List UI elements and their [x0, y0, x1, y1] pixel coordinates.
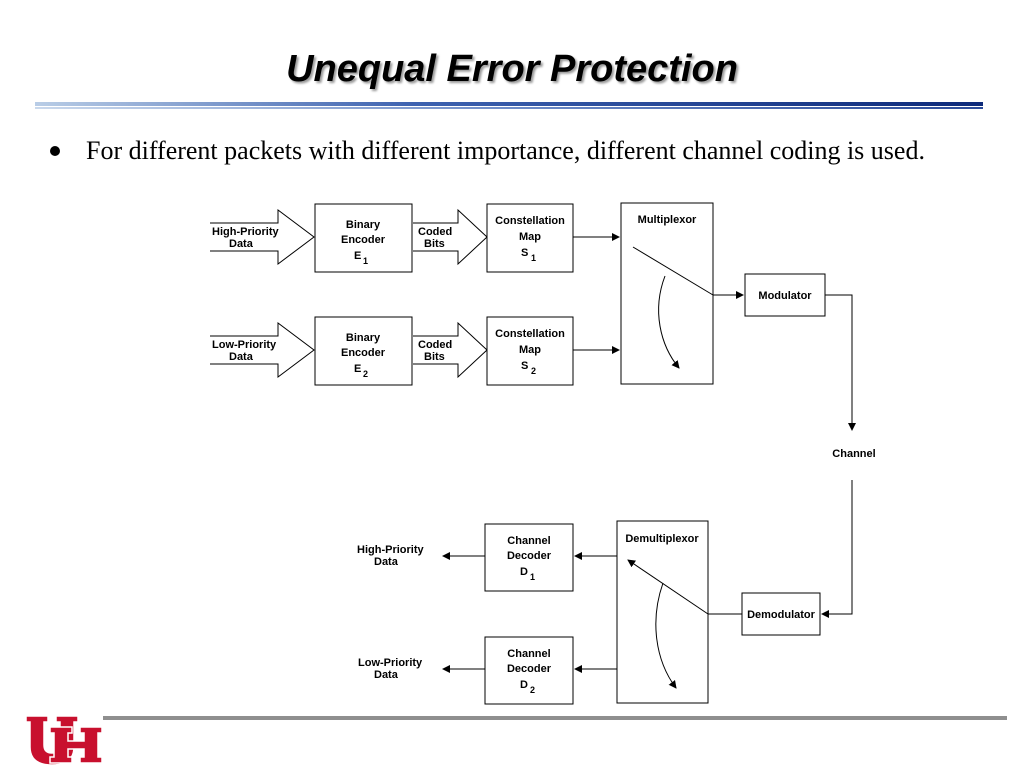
mux-switch-line [632, 246, 714, 296]
bullet-text: For different packets with different imp… [86, 136, 925, 165]
decoder-2-label-2: Decoder [507, 663, 552, 675]
demux-switch-line [627, 559, 709, 615]
encoder-2-subscript: 2 [363, 369, 368, 379]
rx-low-priority-label: Low-Priority [358, 657, 423, 669]
mux-rotation-arrow [658, 275, 680, 369]
encoder-2-label-2: Encoder [341, 347, 386, 359]
decoder-1-label-2: Decoder [507, 550, 552, 562]
constellation-map-1-box [486, 203, 574, 273]
encoder-2-label: Binary [346, 332, 381, 344]
encoder-1-label: Binary [346, 219, 381, 231]
constellation-map-2-box [486, 316, 574, 386]
decoder-1-subscript: 1 [530, 572, 535, 582]
footer-rule [103, 716, 1007, 720]
decoder-2-label: Channel [507, 648, 550, 660]
multiplexor-box [620, 202, 714, 385]
map-1-label: Constellation [495, 215, 565, 227]
tx-low-priority-label: Low-Priority [212, 339, 277, 351]
channel-to-demodulator-arrow [821, 480, 853, 618]
rx-low-priority-label-2: Data [374, 669, 399, 681]
title-underline-thin [35, 107, 983, 109]
slide-title: Unequal Error Protection [286, 48, 738, 90]
multiplexor-label: Multiplexor [638, 214, 697, 226]
demultiplexor-box [616, 520, 709, 704]
university-of-houston-logo [25, 715, 103, 766]
decoder-2-symbol: D [520, 679, 528, 691]
channel-decoder-2-box [484, 636, 574, 705]
decoder-1-label: Channel [507, 535, 550, 547]
map-1-symbol: S [521, 247, 528, 259]
map-2-label-2: Map [519, 344, 541, 356]
map-2-subscript: 2 [531, 366, 536, 376]
rx-high-priority-label: High-Priority [357, 544, 424, 556]
encoder-2-symbol: E [354, 363, 361, 375]
map-2-symbol: S [521, 360, 528, 372]
modulator-label: Modulator [758, 290, 812, 302]
binary-encoder-1-box [314, 203, 413, 273]
coded-bits-2-label-2: Bits [424, 351, 445, 363]
demodulator-label: Demodulator [747, 609, 816, 621]
channel-label: Channel [832, 448, 875, 460]
map-1-label-2: Map [519, 231, 541, 243]
coded-bits-1-label-2: Bits [424, 238, 445, 250]
channel-decoder-1-box [484, 523, 574, 592]
rx-high-priority-label-2: Data [374, 556, 399, 568]
demultiplexor-label: Demultiplexor [625, 533, 699, 545]
tx-low-priority-label-2: Data [229, 351, 254, 363]
coded-bits-1-label: Coded [418, 226, 452, 238]
demux-rotation-arrow [655, 582, 677, 689]
modulator-box [744, 273, 826, 317]
modulator-to-channel-arrow [825, 294, 856, 431]
decoder-2-subscript: 2 [530, 685, 535, 695]
low-priority-input-arrow [210, 322, 315, 378]
encoder-1-symbol: E [354, 250, 361, 262]
encoder-1-subscript: 1 [363, 256, 368, 266]
map-2-label: Constellation [495, 328, 565, 340]
tx-high-priority-label-2: Data [229, 238, 254, 250]
coded-bits-2-label: Coded [418, 339, 452, 351]
tx-high-priority-label: High-Priority [212, 226, 279, 238]
title-underline [35, 102, 983, 106]
bullet-dot-icon [50, 146, 60, 156]
map-1-subscript: 1 [531, 253, 536, 263]
high-priority-input-arrow [210, 209, 315, 265]
binary-encoder-2-box [314, 316, 413, 386]
encoder-1-label-2: Encoder [341, 234, 386, 246]
decoder-1-symbol: D [520, 566, 528, 578]
